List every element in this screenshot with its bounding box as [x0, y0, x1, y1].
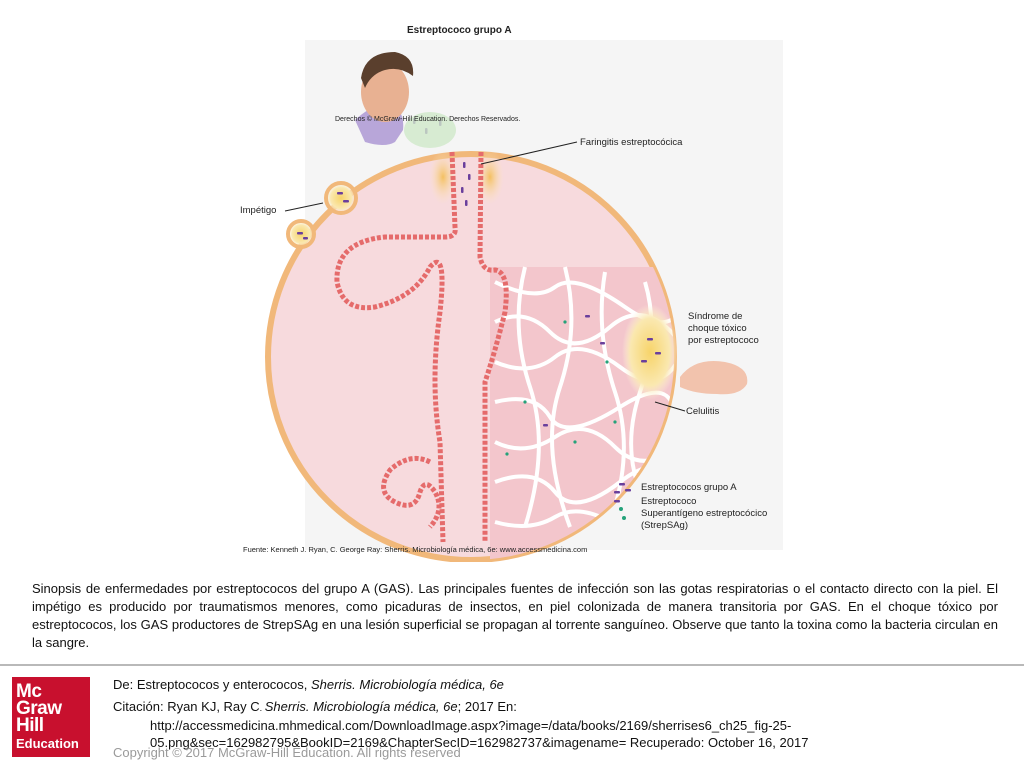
- legend-icon-superantigen: [619, 507, 626, 520]
- reference-block: De: Estreptococos y enterococos, Sherris…: [113, 676, 1003, 751]
- diagram-illustration: [265, 40, 783, 562]
- footer-divider: [0, 664, 1024, 666]
- droplet-spray: [404, 112, 456, 148]
- logo-line-2: Graw: [16, 698, 62, 719]
- reference-cite-suffix: ; 2017 En:: [457, 699, 517, 714]
- strep-diagram: Estreptococo grupo A Impétigo Faringitis…: [225, 22, 785, 562]
- label-toxic-shock-line1: Síndrome de: [688, 311, 743, 322]
- toxin-markers: [505, 320, 617, 456]
- figure-credit: Derechos © McGraw-Hill Education. Derech…: [335, 116, 521, 123]
- legend-icon-strep: [614, 500, 620, 503]
- logo-line-3: Hill: [16, 715, 44, 736]
- figure-source: Fuente: Kenneth J. Ryan, C. George Ray: …: [243, 545, 588, 554]
- hand-illustration: [680, 361, 748, 395]
- legend-label-strepsag: (StrepSAg): [641, 520, 688, 531]
- legend-icon-group-a: [614, 483, 631, 494]
- reference-cite-prefix: Citación: Ryan KJ, Ray C: [113, 699, 260, 714]
- legend-label-superantigen: Superantígeno estreptocócico: [641, 508, 768, 519]
- reference-url-line2[interactable]: 05.png&sec=162982795&BookID=2169&Chapter…: [150, 735, 809, 750]
- label-toxic-shock-line3: por estreptococo: [688, 335, 759, 346]
- reference-citation: Citación: Ryan KJ, Ray C. Sherris. Micro…: [113, 698, 1003, 717]
- logo-line-1: Mc: [16, 681, 42, 702]
- mucosal-lining: [334, 151, 509, 543]
- label-pharyngitis: Faringitis estreptocócica: [580, 137, 683, 148]
- logo-line-4: Education: [16, 736, 79, 751]
- reference-from-prefix: De: Estreptococos y enterococos,: [113, 677, 311, 692]
- figure-title: Estreptococo grupo A: [407, 25, 512, 36]
- copyright-notice: Copyright © 2017 McGraw-Hill Education. …: [113, 745, 461, 760]
- leader-lines: [284, 141, 686, 412]
- impetigo-lesions: [286, 181, 358, 249]
- label-toxic-shock: Síndrome de choque tóxico por estreptoco…: [688, 311, 759, 347]
- person-illustration: [355, 52, 414, 145]
- reference-url-line1[interactable]: http://accessmedicina.mhmedical.com/Down…: [150, 718, 792, 733]
- reference-from-book: Sherris. Microbiología médica, 6e: [310, 677, 504, 692]
- reference-cite-book: Sherris. Microbiología médica, 6e: [264, 699, 458, 714]
- mcgraw-hill-logo: Mc Graw Hill Education: [12, 677, 90, 757]
- reference-from: De: Estreptococos y enterococos, Sherris…: [113, 676, 1003, 693]
- legend-label-group-a: Estreptococos grupo A: [641, 482, 737, 493]
- label-cellulitis: Celulitis: [686, 406, 720, 417]
- legend-label-strep: Estreptococo: [641, 496, 697, 507]
- label-toxic-shock-line2: choque tóxico: [688, 323, 747, 334]
- reference-cite-sep: .: [259, 703, 265, 713]
- label-impetigo: Impétigo: [240, 205, 277, 216]
- figure-caption: Sinopsis de enfermedades por estreptococ…: [32, 581, 998, 650]
- cellulitis-lesion: [622, 304, 678, 400]
